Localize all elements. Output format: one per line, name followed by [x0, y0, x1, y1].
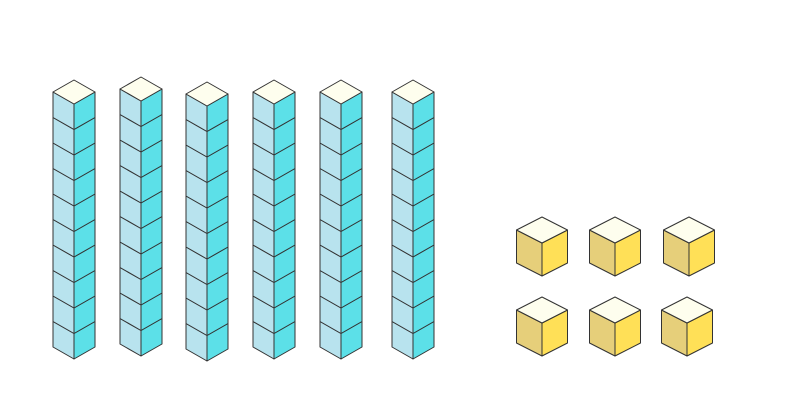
cube-top-face [589, 216, 641, 244]
cube-top-face [661, 296, 713, 324]
tens-rod [391, 79, 435, 360]
unit-cube [661, 296, 713, 357]
cube-top-face [391, 79, 435, 105]
cube-top-face [516, 216, 568, 244]
unit-cube [589, 296, 641, 357]
unit-cube [663, 216, 715, 277]
tens-rod [119, 76, 163, 357]
cube-top-face [119, 76, 163, 102]
tens-rod [185, 81, 229, 362]
tens-rod [52, 79, 96, 360]
cube-top-face [516, 296, 568, 324]
cube-top-face [252, 79, 296, 105]
tens-rod [252, 79, 296, 360]
unit-cube [589, 216, 641, 277]
unit-cube [516, 216, 568, 277]
cube-top-face [663, 216, 715, 244]
cube-top-face [589, 296, 641, 324]
tens-rod [319, 79, 363, 360]
cube-top-face [52, 79, 96, 105]
cube-top-face [185, 81, 229, 107]
unit-cube [516, 296, 568, 357]
cube-top-face [319, 79, 363, 105]
